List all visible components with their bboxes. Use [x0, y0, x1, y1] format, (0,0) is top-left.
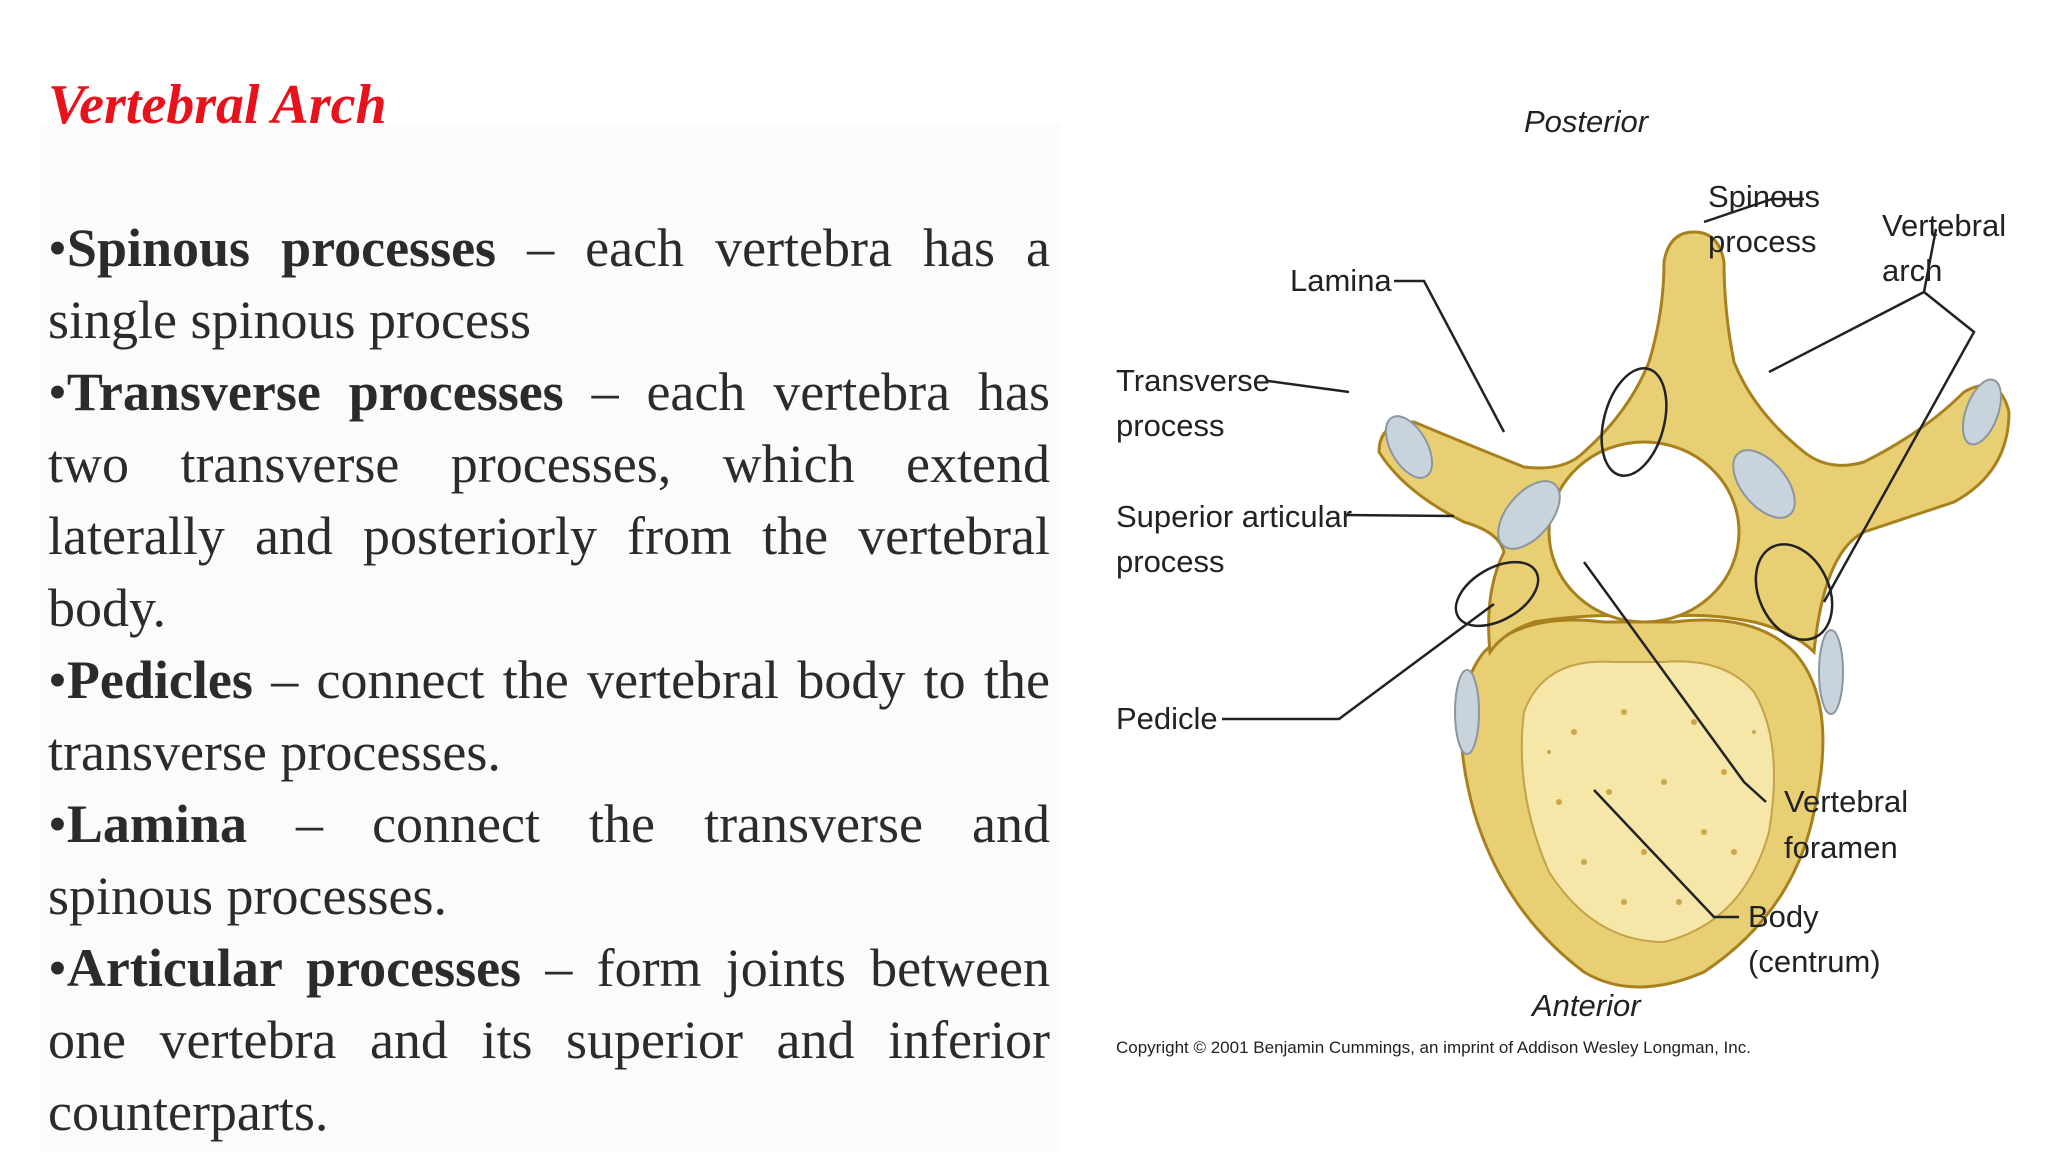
- foramen-leader: [1582, 561, 1767, 803]
- lamina-leader: [1394, 279, 1506, 433]
- superior-articular-facet-left: [1497, 480, 1561, 550]
- body-centrum-surface: [1520, 660, 1775, 944]
- label-superior-2: process: [1116, 544, 1225, 579]
- superior-leader: [1343, 513, 1455, 518]
- label-vertebral-arch-1: Vertebral: [1882, 208, 2006, 243]
- bullet-text: – connect the vertebral body to the tran…: [48, 650, 1050, 782]
- bullet-lamina: •Lamina – connect the transverse and spi…: [48, 788, 1050, 932]
- copyright-notice: Copyright © 2001 Benjamin Cummings, an i…: [1116, 1038, 1751, 1057]
- superior-articular-facet-right: [1732, 449, 1796, 519]
- label-pedicle: Pedicle: [1116, 701, 1218, 736]
- label-transverse-1: Transverse: [1116, 363, 1270, 398]
- body-leader: [1593, 789, 1739, 919]
- label-body-2: (centrum): [1748, 944, 1881, 979]
- body-texture: [1547, 709, 1756, 905]
- bullet-marker: •: [48, 650, 67, 710]
- label-foramen-1: Vertebral: [1784, 784, 1908, 819]
- bullet-articular-processes: •Articular processes – form joints betwe…: [48, 932, 1050, 1148]
- label-foramen-2: foramen: [1784, 830, 1898, 865]
- bullet-transverse-processes: •Transverse processes – each vertebra ha…: [48, 356, 1050, 644]
- bullet-text: – connect the transverse and spinous pro…: [48, 794, 1050, 926]
- label-lamina: Lamina: [1290, 263, 1392, 298]
- bullet-marker: •: [48, 362, 67, 422]
- bullet-text: – form joints between one vertebra and i…: [48, 938, 1050, 1142]
- bullet-text: – each vertebra has two transverse proce…: [48, 362, 1050, 638]
- pedicle-circle: [1454, 560, 1540, 628]
- bullet-term: Articular processes: [66, 938, 522, 998]
- vertebral-foramen: [1547, 440, 1741, 624]
- arch-circle-upper: [1600, 367, 1668, 477]
- vertebral-arch-leader: [1768, 228, 1976, 603]
- bullet-text: – each vertebra has a single spinous pro…: [48, 218, 1050, 350]
- body-facet-right: [1818, 629, 1844, 715]
- bullet-spinous-processes: •Spinous processes – each vertebra has a…: [48, 212, 1050, 356]
- label-vertebral-arch-2: arch: [1882, 253, 1942, 288]
- bullet-pedicles: •Pedicles – connect the vertebral body t…: [48, 644, 1050, 788]
- bullet-term: Transverse processes: [66, 362, 564, 422]
- bullet-marker: •: [48, 794, 67, 854]
- bullet-term: Spinous processes: [66, 218, 497, 278]
- text-background: [40, 124, 1060, 1152]
- bullet-term: Lamina: [66, 794, 247, 854]
- label-body-1: Body: [1748, 899, 1819, 934]
- body-facet-left: [1454, 669, 1480, 755]
- transverse-facet-right: [1961, 378, 2003, 446]
- label-anterior: Anterior: [1530, 988, 1642, 1023]
- label-superior-1: Superior articular: [1116, 499, 1352, 534]
- label-transverse-2: process: [1116, 408, 1225, 443]
- vertebra-diagram: Posterior Anterior Spinous process Verte…: [1116, 104, 2011, 1057]
- label-spinous-1: Spinous: [1708, 179, 1820, 214]
- bullet-term: Pedicles: [66, 650, 253, 710]
- bullet-marker: •: [48, 938, 67, 998]
- vertebra-illustration: [1377, 230, 2011, 989]
- label-posterior: Posterior: [1524, 104, 1650, 139]
- transverse-facet-left: [1384, 415, 1434, 479]
- label-leader-lines: [1222, 197, 1976, 919]
- diagram-labels: Posterior Anterior Spinous process Verte…: [1116, 104, 2006, 1057]
- transverse-leader: [1267, 379, 1350, 394]
- bullet-list: •Spinous processes – each vertebra has a…: [48, 212, 1050, 1148]
- label-spinous-2: process: [1708, 224, 1817, 259]
- arch-circle-lower: [1754, 543, 1834, 641]
- pedicle-leader: [1222, 602, 1495, 721]
- bullet-marker: •: [48, 218, 67, 278]
- spinous-leader: [1703, 197, 1804, 224]
